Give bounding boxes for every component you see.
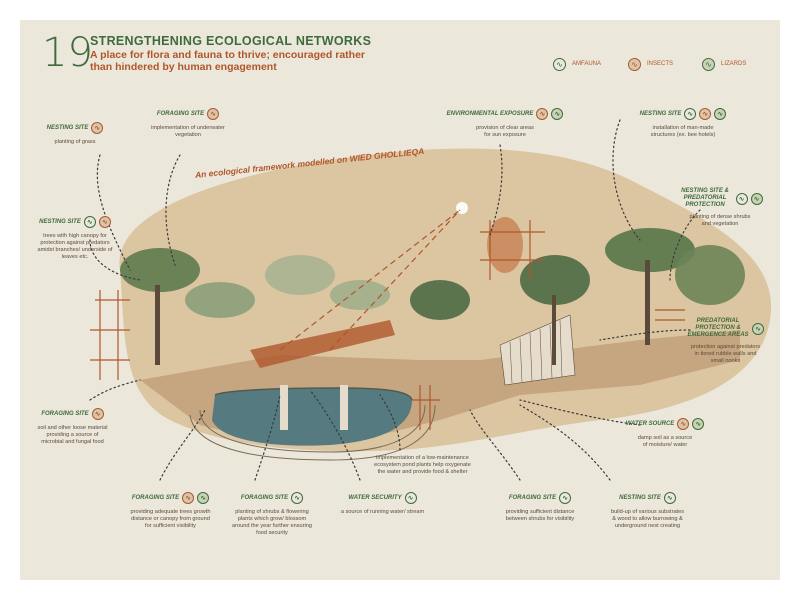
legend-item-lizards: ∿ LIZARDS (702, 57, 746, 71)
insect-icon: ∿ (699, 108, 712, 120)
lizard-icon: ∿ (702, 57, 715, 71)
tree-canopies (120, 217, 745, 365)
annotation-foraging-canopy: FORAGING SITE∿∿ providing adequate trees… (130, 492, 211, 529)
wave-icon: ∿ (559, 492, 572, 504)
insect-icon: ∿ (91, 408, 104, 420)
pond (212, 388, 412, 446)
legend-item-insects: ∿ INSECTS (628, 57, 673, 71)
legend-item-amfauna: ∿ AMFAUNA (553, 57, 601, 71)
annotation-water-security: WATER SECURITY∿ a source of running wate… (340, 492, 425, 515)
annotation-pond: implementation of a low-maintenance ecos… (374, 455, 471, 475)
insect-icon: ∿ (98, 216, 111, 228)
section-number: 19 (42, 30, 93, 76)
insect-icon: ∿ (536, 108, 549, 120)
annotation-foraging-distance: FORAGING SITE∿ providing sufficient dist… (505, 492, 575, 522)
annotation-foraging-shrubs: FORAGING SITE∿ planting of shrubs & flow… (232, 492, 312, 536)
lizard-icon: ∿ (714, 108, 727, 120)
wave-icon: ∿ (83, 216, 96, 228)
annotation-nesting-substrates: NESTING SITE∿ build-up of various substr… (610, 492, 685, 529)
lizard-icon: ∿ (752, 322, 764, 335)
annotation-foraging-soil: FORAGING SITE∿ soil and other loose mate… (37, 408, 108, 445)
wave-icon: ∿ (291, 492, 304, 504)
annotation-predatorial-emergence: PREDATORIAL PROTECTION & EMERGENCE AREAS… (678, 318, 773, 365)
insect-icon: ∿ (677, 418, 690, 430)
annotation-nesting-predatorial: NESTING SITE & PREDATORIAL PROTECTION∿∿ … (675, 188, 765, 228)
insect-icon: ∿ (628, 57, 641, 71)
lizard-icon: ∿ (692, 418, 705, 430)
insect-icon: ∿ (91, 122, 104, 134)
wave-icon: ∿ (684, 108, 697, 120)
lizard-icon: ∿ (197, 492, 210, 504)
wave-icon: ∿ (663, 492, 676, 504)
stairs (499, 314, 576, 386)
boardwalk-path (250, 320, 395, 368)
annotation-water-source: WATER SOURCE∿∿ damp soil as a source of … (615, 418, 715, 449)
wave-icon: ∿ (735, 192, 748, 205)
annotation-nesting-manmade: NESTING SITE∿∿∿ installation of man-made… (618, 108, 748, 139)
sun-icon (456, 202, 468, 214)
lizard-icon: ∿ (551, 108, 564, 120)
annotation-nesting-trees: NESTING SITE∿∿ trees with high canopy fo… (37, 216, 113, 260)
page-title: STRENGTHENING ECOLOGICAL NETWORKS (90, 34, 372, 48)
annotation-environmental-exposure: ENVIRONMENTAL EXPOSURE∿∿ provision of cl… (445, 108, 565, 139)
page-subtitle: A place for flora and fauna to thrive; e… (90, 49, 365, 73)
insect-icon: ∿ (207, 108, 220, 120)
lizard-icon: ∿ (750, 192, 763, 205)
annotation-foraging-underwater: FORAGING SITE∿ implementation of underwa… (151, 108, 225, 138)
wave-icon: ∿ (553, 57, 566, 71)
annotation-nesting-grass: NESTING SITE∿ planting of grass (40, 122, 110, 146)
wave-icon: ∿ (404, 492, 417, 504)
insect-icon: ∿ (182, 492, 195, 504)
